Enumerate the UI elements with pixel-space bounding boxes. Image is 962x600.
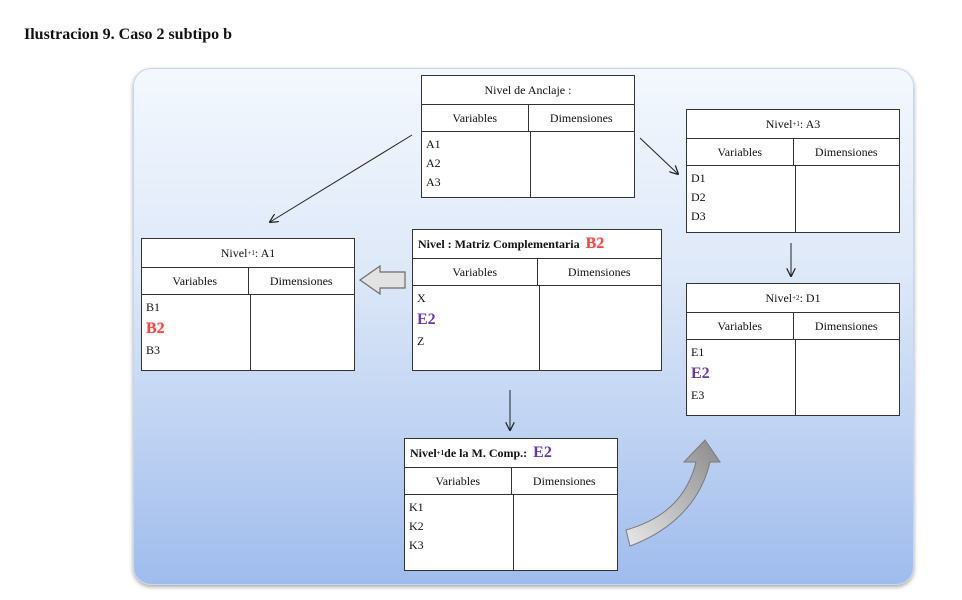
variable-item: A3 [426,175,441,189]
dimensions-cell [540,286,662,370]
variable-item: D2 [691,190,706,204]
title-tag: E2 [533,444,552,461]
column-header-variables: Variables [413,259,538,285]
variable-item: D3 [691,209,706,223]
table-level-plus1-mcomp: Nivel +1 de la M. Comp.:E2 Variables Dim… [404,438,618,571]
column-header-dimensions: Dimensiones [814,144,878,159]
table-title: Nivel +1 : A1 [142,239,354,268]
table-title: Nivel +2 : D1 [687,284,899,313]
variable-item: Z [417,334,425,348]
arrow-anchor-to-a3 [639,137,678,174]
variable-item: K2 [409,519,424,533]
variable-item: B1 [146,300,161,314]
title-tag: B2 [585,235,605,252]
variable-item-highlighted: B2 [146,320,165,337]
column-header-variables: Variables [422,105,529,131]
variable-item: B3 [146,343,161,357]
arrow-anchor-to-a1 [270,134,413,222]
dimensions-cell [796,166,900,232]
dimensions-cell [531,132,635,197]
variable-item: E1 [691,345,705,359]
variable-item-highlighted: E2 [691,365,710,382]
variable-item: D1 [691,171,706,185]
table-level-plus2-d1: Nivel +2 : D1 Variables Dimensiones E1 E… [686,283,900,416]
table-anchor-level: Nivel de Anclaje : Variables Dimensiones… [421,75,635,198]
variable-item: K1 [409,500,424,514]
table-level-plus1-a1: Nivel +1 : A1 Variables Dimensiones B1 B… [141,238,355,371]
dimensions-cell [514,495,618,570]
dimensions-cell [251,295,355,370]
variable-item-highlighted: E2 [417,311,436,328]
column-header-dimensions: Dimensiones [567,264,631,279]
table-level-plus1-a3: Nivel +1 : A3 Variables Dimensiones D1 D… [686,109,900,233]
variable-item: X [417,291,426,305]
block-arrow-matrix-to-a1 [358,264,406,296]
dimensions-cell [796,340,900,415]
column-header-dimensions: Dimensiones [532,473,596,488]
table-title: Nivel de Anclaje : [422,76,634,105]
figure-caption: Ilustracion 9. Caso 2 subtipo b [24,26,233,43]
variable-item: A2 [426,156,441,170]
column-header-dimensions: Dimensiones [269,273,333,288]
column-header-variables: Variables [142,268,249,294]
table-title: Nivel +1 de la M. Comp.:E2 [405,439,617,468]
variable-item: A1 [426,137,441,151]
column-header-dimensions: Dimensiones [549,110,613,125]
table-title: Nivel +1 : A3 [687,110,899,139]
variable-item: E3 [691,388,705,402]
column-header-variables: Variables [687,313,794,339]
column-header-variables: Variables [687,139,794,165]
variable-item: K3 [409,538,424,552]
curved-arrow-mcomp-to-d1 [625,439,721,547]
column-header-variables: Variables [405,468,512,494]
column-header-dimensions: Dimensiones [814,318,878,333]
